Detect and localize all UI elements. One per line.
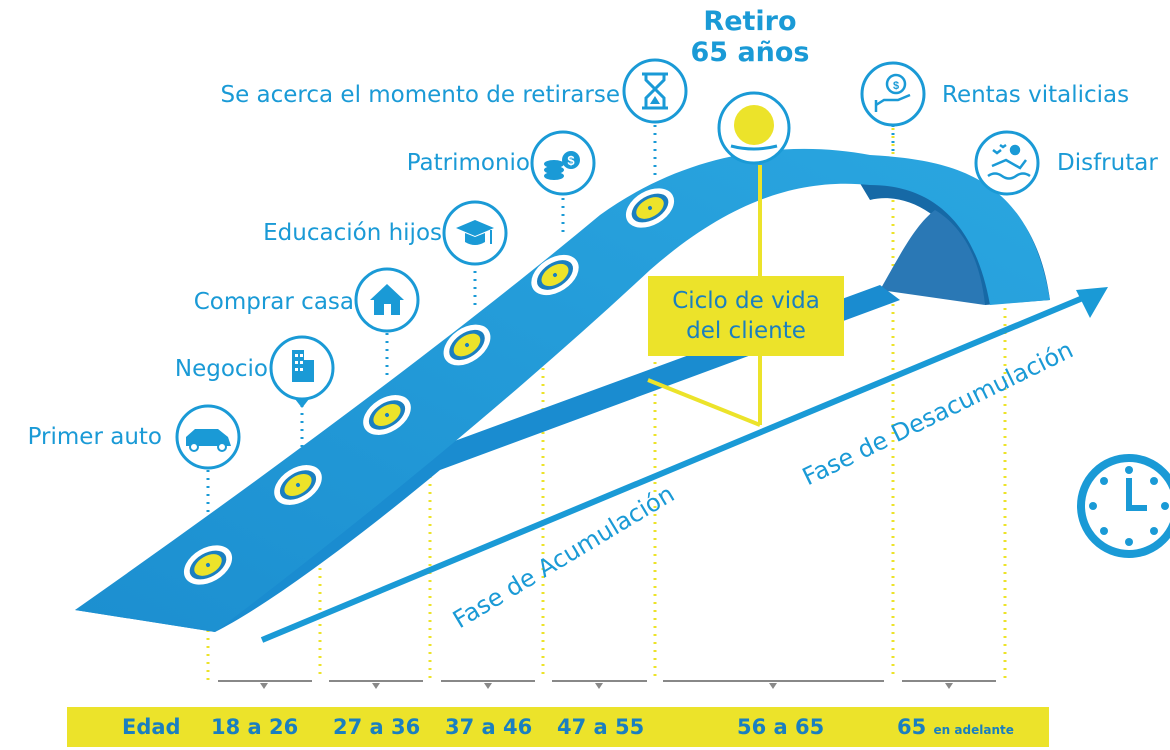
car-icon <box>186 429 231 452</box>
svg-text:$: $ <box>567 153 575 168</box>
age-range-5: 56 a 65 <box>737 715 825 739</box>
coins-icon: $ <box>544 151 580 180</box>
house-icon <box>370 284 404 315</box>
arrow-head-icon <box>1076 287 1108 318</box>
ribbon-marker <box>443 324 491 366</box>
retiro-line2: 65 años <box>690 37 810 68</box>
age-range-6-value: 65 <box>897 715 927 739</box>
retiro-line1: Retiro <box>703 6 797 37</box>
age-range-3: 37 a 46 <box>445 715 533 739</box>
center-box: Ciclo de vida del cliente <box>648 276 844 356</box>
retiro-icon-group <box>717 91 791 165</box>
ribbon-marker <box>363 395 411 435</box>
age-bracket-pointers <box>260 683 953 689</box>
ribbon-inner-shade <box>880 210 985 305</box>
ribbon-marker <box>531 254 579 296</box>
ribbon-marker <box>625 188 675 228</box>
ribbon-main <box>75 148 1050 632</box>
patrimonio-icon-group: $ <box>530 130 596 196</box>
relax-icon <box>987 143 1031 180</box>
center-box-line2: del cliente <box>686 318 806 344</box>
retiro-title: Retiro 65 años <box>690 6 810 68</box>
age-bar-label: Edad <box>122 715 181 739</box>
age-range-1: 18 a 26 <box>211 715 299 739</box>
educacion-hijos-icon-group <box>442 200 508 266</box>
label-rentas-vitalicias: Rentas vitalicias <box>942 82 1130 108</box>
milestone-label-negocio: Negocio <box>174 356 268 382</box>
ribbon-marker <box>183 545 233 585</box>
clock-icon <box>1077 454 1170 558</box>
milestone-label-primer-auto: Primer auto <box>27 424 162 450</box>
center-box-line1: Ciclo de vida <box>672 288 820 314</box>
age-bar: Edad 18 a 26 27 a 36 37 a 46 47 a 55 56 … <box>67 707 1049 747</box>
milestone-label-patrimonio: Patrimonio <box>406 150 530 176</box>
building-icon <box>292 350 314 382</box>
connector-lines <box>647 165 762 427</box>
hourglass-icon <box>642 72 668 110</box>
disfrutar-icon-group <box>974 130 1040 196</box>
primer-auto-icon-group <box>175 404 241 470</box>
rentas-icon-group: $ <box>860 61 926 127</box>
milestone-label-educacion-hijos: Educación hijos <box>263 220 442 246</box>
age-range-6-suffix: en adelante <box>933 723 1014 737</box>
milestone-label-comprar-casa: Comprar casa <box>193 289 354 315</box>
age-range-6: 65 en adelante <box>897 707 1014 747</box>
retirarse-icon-group <box>622 58 688 124</box>
milestone-label-retirarse: Se acerca el momento de retirarse <box>220 82 620 108</box>
sun-icon <box>730 105 778 151</box>
negocio-icon-group <box>269 335 335 408</box>
age-range-2: 27 a 36 <box>333 715 421 739</box>
ribbon-markers <box>183 188 675 585</box>
svg-text:$: $ <box>893 80 899 92</box>
comprar-casa-icon-group <box>354 267 420 333</box>
ribbon-marker <box>274 465 322 505</box>
graduation-cap-icon <box>456 220 494 245</box>
label-disfrutar: Disfrutar <box>1057 150 1158 176</box>
money-hand-icon <box>874 73 911 112</box>
phase-arrow-line <box>260 292 1092 643</box>
age-range-4: 47 a 55 <box>557 715 645 739</box>
